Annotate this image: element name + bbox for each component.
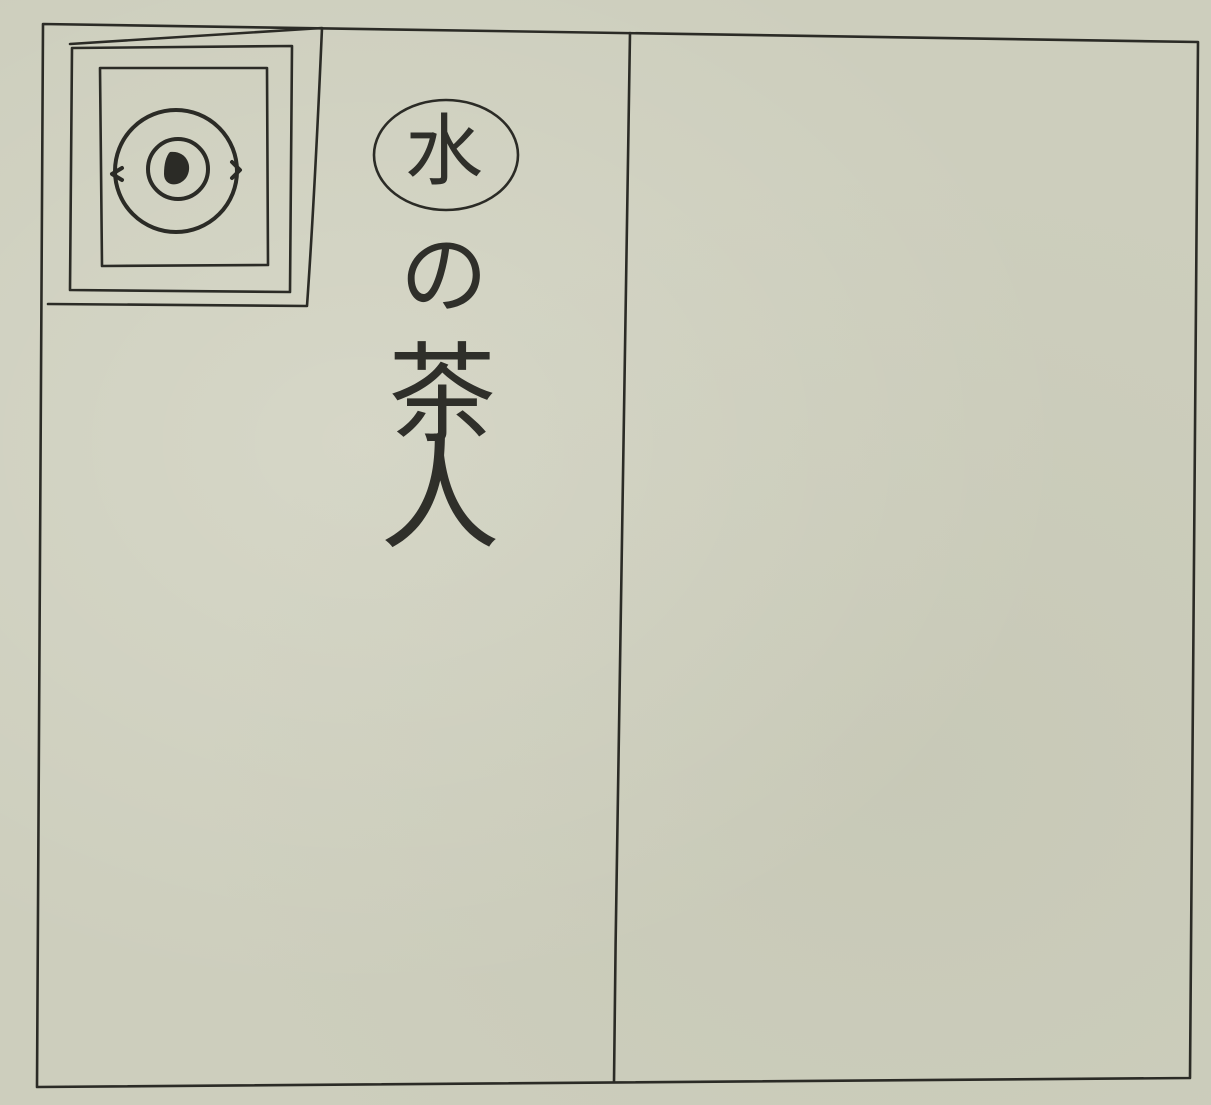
vertical-text-char-2: 人: [380, 428, 500, 567]
outer-frame: [35, 22, 1200, 1089]
circled-character: 水: [404, 107, 483, 197]
seal-center-dot: [164, 151, 190, 185]
panel-divider: [612, 31, 632, 1084]
vertical-text-char-1: 茶: [387, 333, 496, 458]
seal-left-arrow: [110, 166, 124, 182]
glyph-circle: [372, 98, 520, 212]
seal-right-arrow: [230, 160, 242, 180]
particle-character: の: [399, 224, 488, 327]
seal-ring-inner: [146, 137, 210, 201]
seal-frame-inner: [98, 66, 270, 268]
seal-frame-outer: [46, 26, 324, 308]
seal-frame-middle: [68, 44, 294, 294]
seal-stamp: [46, 26, 324, 308]
